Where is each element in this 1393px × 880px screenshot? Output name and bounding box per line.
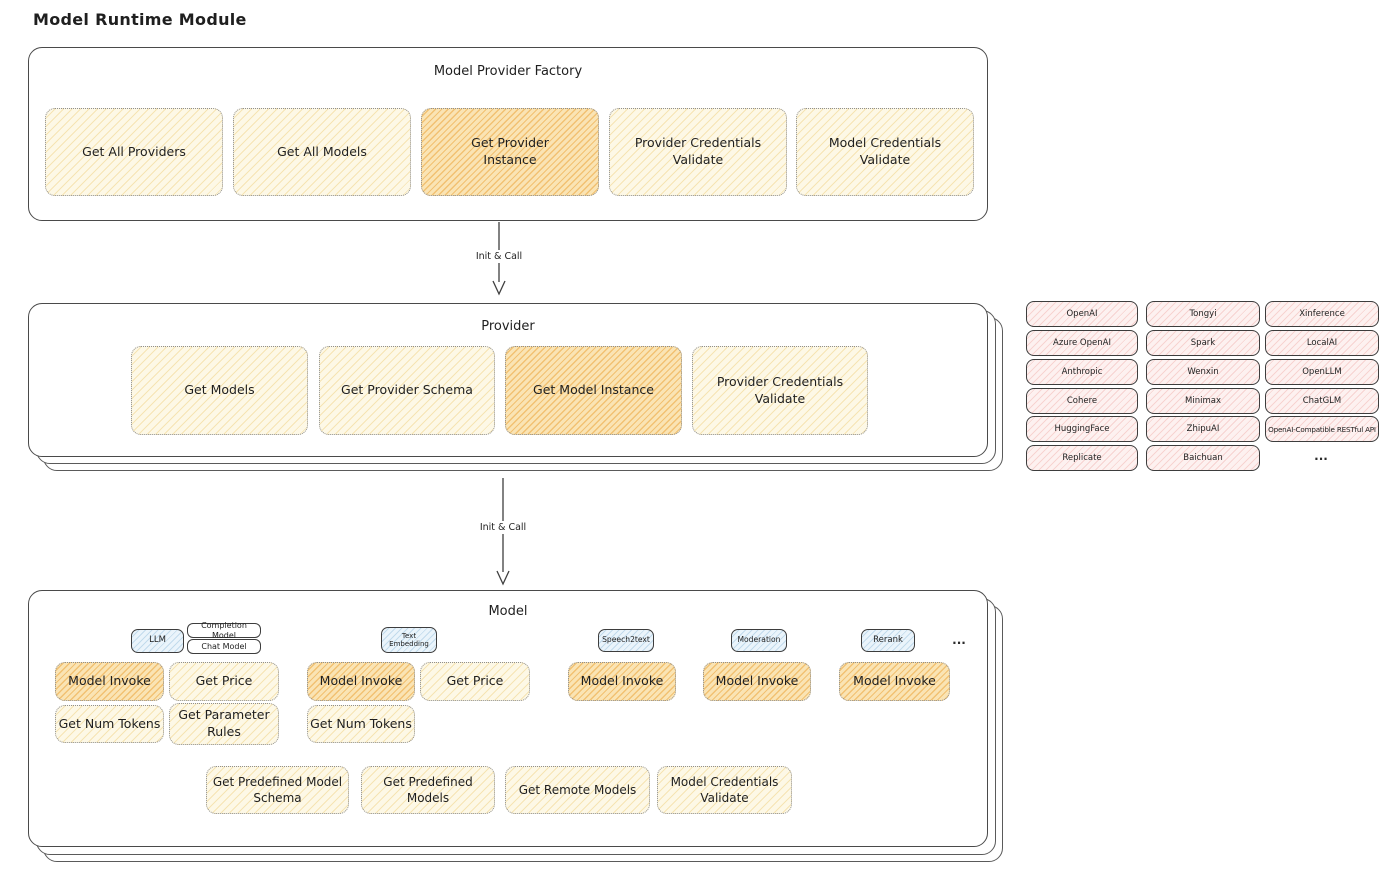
method-get-price-text-embedding: Get Price: [420, 662, 530, 701]
page-title: Model Runtime Module: [33, 10, 247, 29]
method-model-invoke-text-embedding: Model Invoke: [307, 662, 415, 701]
provider-chip-baichuan: Baichuan: [1146, 445, 1260, 471]
method-get-parameter-rules: Get Parameter Rules: [169, 703, 279, 745]
tag-completion-model: Completion Model: [187, 621, 261, 640]
provider-chip-cohere: Cohere: [1026, 388, 1138, 414]
provider-chip-chatglm: ChatGLM: [1265, 388, 1379, 414]
tag-speech2text: Speech2text: [598, 629, 654, 652]
provider-chip-spark: Spark: [1146, 330, 1260, 356]
method-model-invoke-llm: Model Invoke: [55, 662, 164, 701]
provider-chip-azure-openai: Azure OpenAI: [1026, 330, 1138, 356]
method-get-remote-models: Get Remote Models: [505, 766, 650, 814]
method-get-num-tokens-llm: Get Num Tokens: [55, 705, 164, 743]
method-get-model-instance: Get Model Instance: [505, 346, 682, 435]
method-get-all-models: Get All Models: [233, 108, 411, 196]
tag-rerank: Rerank: [861, 629, 915, 652]
tag-llm: LLM: [131, 629, 184, 653]
method-provider-credentials-validate-2: Provider Credentials Validate: [692, 346, 868, 435]
method-get-predefined-models: Get Predefined Models: [361, 766, 495, 814]
model-provider-factory-card: Model Provider Factory Get All Providers…: [28, 47, 988, 221]
model-card: Model LLM Completion Model Chat Model Te…: [28, 590, 988, 847]
provider-chip-xinference: Xinference: [1265, 301, 1379, 327]
provider-chip-anthropic: Anthropic: [1026, 359, 1138, 385]
provider-chip-minimax: Minimax: [1146, 388, 1260, 414]
method-get-models: Get Models: [131, 346, 308, 435]
method-get-provider-schema: Get Provider Schema: [319, 346, 495, 435]
provider-chip-huggingface: HuggingFace: [1026, 416, 1138, 442]
provider-chip-wenxin: Wenxin: [1146, 359, 1260, 385]
method-model-invoke-speech2text: Model Invoke: [568, 662, 676, 701]
method-get-price-llm: Get Price: [169, 662, 279, 701]
init-call-label-1: Init & Call: [470, 250, 528, 263]
provider-chip-openai-compatible-restful-api: OpenAI-Compatible RESTful API: [1265, 416, 1379, 442]
factory-title: Model Provider Factory: [433, 64, 583, 79]
method-get-provider-instance: Get Provider Instance: [421, 108, 599, 196]
init-call-label-2: Init & Call: [474, 521, 532, 534]
method-model-invoke-rerank: Model Invoke: [839, 662, 950, 701]
method-get-all-providers: Get All Providers: [45, 108, 223, 196]
method-get-num-tokens-text-embedding: Get Num Tokens: [307, 705, 415, 743]
provider-chip-localai: LocalAI: [1265, 330, 1379, 356]
model-title: Model: [488, 604, 528, 619]
method-model-credentials-validate-model: Model Credentials Validate: [657, 766, 792, 814]
provider-chip-tongyi: Tongyi: [1146, 301, 1260, 327]
method-model-credentials-validate: Model Credentials Validate: [796, 108, 974, 196]
provider-chip-zhipuai: ZhipuAI: [1146, 416, 1260, 442]
method-model-invoke-moderation: Model Invoke: [703, 662, 811, 701]
method-provider-credentials-validate: Provider Credentials Validate: [609, 108, 787, 196]
provider-chip-openai: OpenAI: [1026, 301, 1138, 327]
tag-moderation: Moderation: [731, 629, 787, 652]
provider-chip-replicate: Replicate: [1026, 445, 1138, 471]
provider-chip-openllm: OpenLLM: [1265, 359, 1379, 385]
tag-chat-model: Chat Model: [187, 639, 261, 654]
more-providers-ellipsis: ...: [1314, 449, 1328, 463]
tag-text-embedding: Text Embedding: [381, 627, 437, 653]
more-model-types-ellipsis: ...: [952, 633, 966, 647]
provider-title: Provider: [481, 319, 535, 334]
provider-card: Provider Get Models Get Provider Schema …: [28, 303, 988, 457]
method-get-predefined-model-schema: Get Predefined Model Schema: [206, 766, 349, 814]
